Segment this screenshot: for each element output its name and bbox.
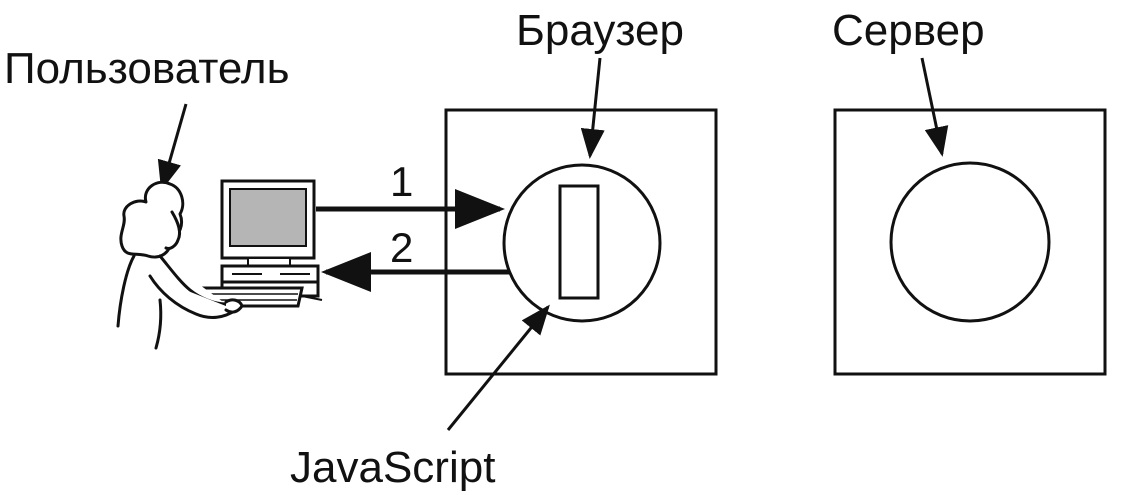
computer-icon — [191, 179, 323, 308]
browser-box — [444, 108, 718, 376]
server-box — [833, 108, 1107, 376]
user-label: Пользователь — [4, 44, 290, 93]
javascript-pointer-arrow — [446, 304, 550, 431]
step-1-label: 1 — [390, 158, 413, 205]
javascript-module-rect — [558, 184, 600, 300]
javascript-label: JavaScript — [290, 443, 495, 492]
browser-engine-circle — [502, 163, 662, 323]
server-label: Сервер — [832, 6, 985, 55]
browser-pointer-arrow — [580, 57, 605, 159]
user-pointer-arrow — [157, 103, 188, 191]
server-circle — [889, 161, 1051, 323]
server-pointer-arrow — [920, 57, 949, 157]
browser-label: Браузер — [516, 6, 684, 55]
step-2-label: 2 — [390, 224, 413, 271]
user-person-icon — [116, 180, 244, 350]
